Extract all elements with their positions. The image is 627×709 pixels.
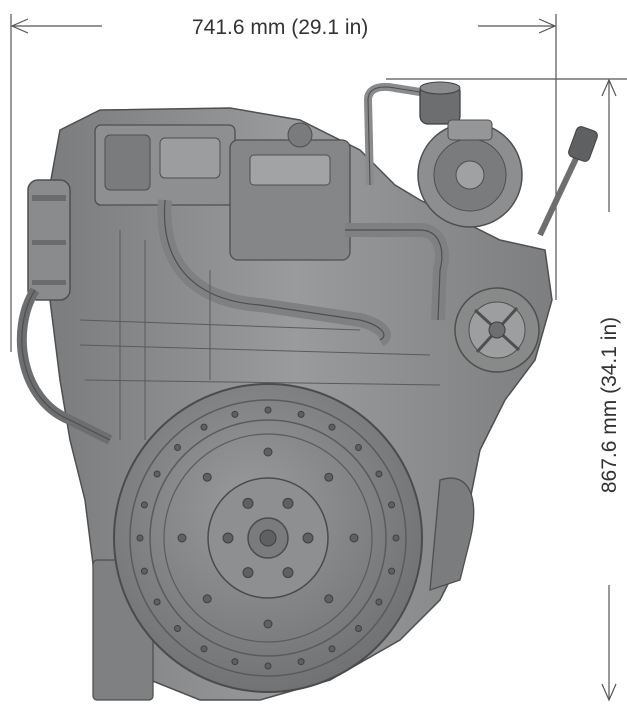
- flywheel-bolt: [242, 567, 254, 579]
- flywheel-bolt: [153, 598, 161, 606]
- intake-manifold: [94, 122, 351, 261]
- flywheel-bolt: [324, 472, 334, 482]
- flywheel-bolt: [202, 594, 212, 604]
- width-arrowhead-left: [10, 18, 29, 34]
- flywheel-bolt: [200, 645, 208, 653]
- flywheel-bolt: [140, 501, 148, 509]
- water-pump-pulley: [454, 287, 540, 373]
- flywheel-bolt: [324, 594, 334, 604]
- flywheel-bolt: [375, 598, 383, 606]
- flywheel-bolt: [136, 534, 144, 542]
- flywheel-bolt: [177, 533, 187, 543]
- flywheel: [113, 383, 423, 693]
- alternator: [417, 119, 523, 228]
- flywheel-bolt: [264, 406, 272, 414]
- height-dimension-label: 867.6 mm (34.1 in): [598, 316, 621, 494]
- fuel-filter: [27, 179, 71, 301]
- flywheel-bolt: [302, 532, 314, 544]
- flywheel-bolt: [174, 444, 181, 451]
- dipstick: [537, 126, 598, 237]
- height-arrowhead-bottom: [601, 683, 617, 702]
- flywheel-bolt: [282, 567, 294, 579]
- flywheel-bolt: [200, 423, 208, 431]
- flywheel-bolt: [174, 625, 181, 632]
- flywheel-bolt: [202, 472, 212, 482]
- flywheel-bolt: [140, 567, 148, 575]
- flywheel-bolt: [263, 447, 273, 457]
- flywheel-bolt: [392, 534, 400, 542]
- flywheel-bolt: [297, 658, 305, 666]
- flywheel-bolt: [282, 497, 294, 509]
- width-dimension: [10, 14, 557, 352]
- flywheel-bolt: [328, 423, 336, 431]
- height-dimension: [386, 78, 627, 702]
- flywheel-bolt: [222, 532, 234, 544]
- breather-cap: [419, 81, 461, 125]
- width-dimension-label: 741.6 mm (29.1 in): [192, 16, 369, 39]
- flywheel-bolt: [388, 567, 396, 575]
- flywheel-bolt: [242, 497, 254, 509]
- flywheel-bolt: [349, 533, 359, 543]
- height-arrowhead-top: [601, 78, 617, 97]
- flywheel-bolt: [231, 658, 239, 666]
- width-arrowhead-right: [538, 18, 557, 34]
- flywheel-bolt: [263, 619, 273, 629]
- flywheel-bolt: [297, 410, 305, 418]
- flywheel-bolt: [328, 645, 336, 653]
- flywheel-bolt: [375, 470, 383, 478]
- flywheel-bolt: [355, 444, 362, 451]
- flywheel-bolt: [388, 501, 396, 509]
- flywheel-bolt: [355, 625, 362, 632]
- flywheel-bolt: [231, 410, 239, 418]
- flywheel-bolt: [153, 470, 161, 478]
- flywheel-bolt: [264, 662, 272, 670]
